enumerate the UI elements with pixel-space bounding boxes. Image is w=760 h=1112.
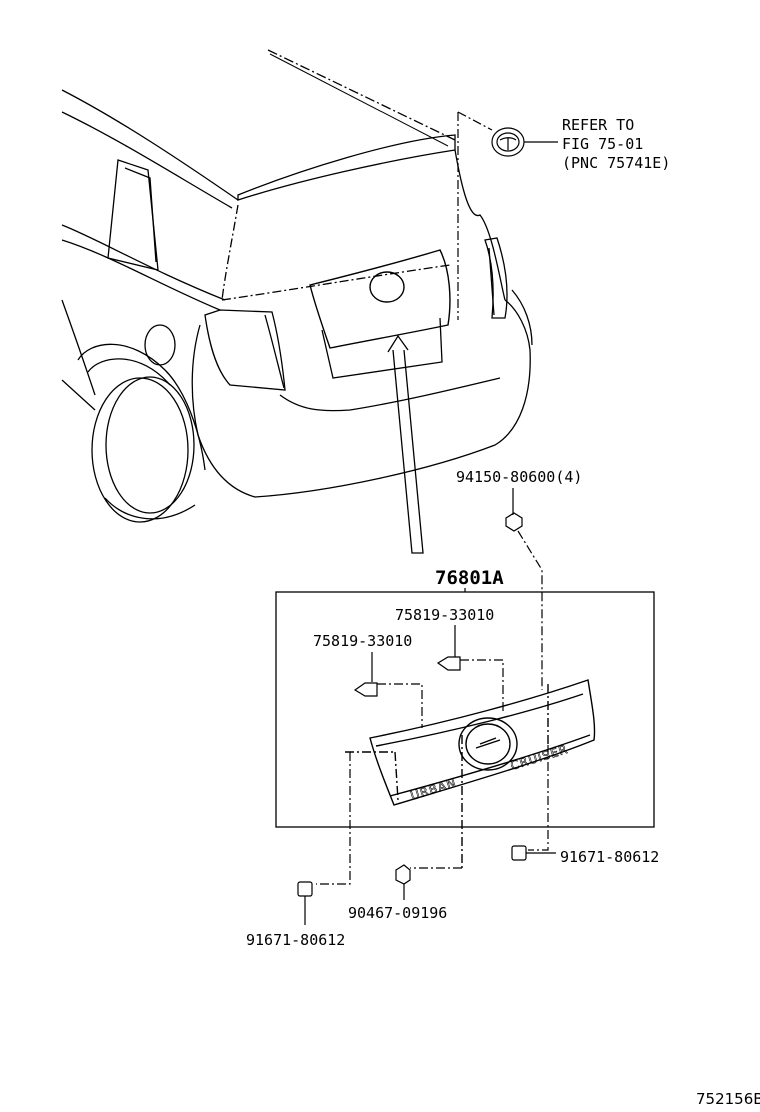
part-label-clip-upper-left: 75819-33010 xyxy=(313,632,412,650)
assembly-box xyxy=(275,591,655,828)
screw-right-icon xyxy=(511,745,556,861)
nut-top-icon xyxy=(505,488,543,690)
clip-bottom-icon xyxy=(395,864,462,900)
screw-left-icon xyxy=(297,752,351,925)
part-label-screw-left: 91671-80612 xyxy=(246,931,345,949)
rear-emblem-reference xyxy=(457,111,558,320)
part-label-clip-upper-right: 75819-33010 xyxy=(395,606,494,624)
license-garnish xyxy=(345,679,596,868)
emblem-word-1: URBAN xyxy=(409,776,459,803)
clip-icons xyxy=(353,625,504,728)
part-label-clip-bottom: 90467-09196 xyxy=(348,904,447,922)
assembly-pointer-arrow xyxy=(387,334,424,554)
part-label-nut-top: 94150-80600(4) xyxy=(456,468,582,486)
vehicle-rear-illustration xyxy=(61,49,533,523)
assembly-part-number: 76801A xyxy=(435,567,504,589)
part-label-screw-right: 91671-80612 xyxy=(560,848,659,866)
emblem-word-2: CRUISER xyxy=(509,742,570,773)
refer-note-line2: FIG 75-01 xyxy=(562,135,643,153)
figure-id: 752156B xyxy=(696,1090,760,1108)
refer-note-line3: (PNC 75741E) xyxy=(562,154,670,172)
refer-note-line1: REFER TO xyxy=(562,116,634,134)
